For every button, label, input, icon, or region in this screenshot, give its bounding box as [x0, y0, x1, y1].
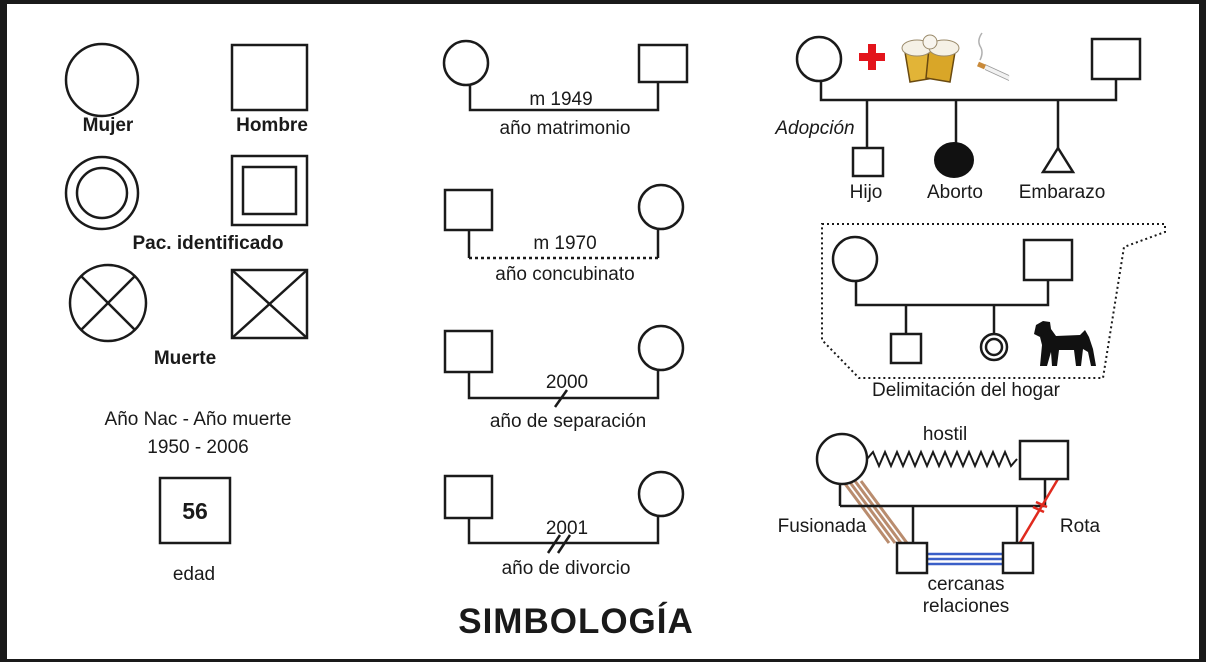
cigarette-icon — [977, 32, 1011, 81]
dog-icon — [1034, 321, 1096, 366]
label-nac-muerte: Año Nac - Año muerte — [105, 409, 292, 430]
marriage-relation — [442, 39, 689, 112]
beer-icon — [901, 34, 960, 83]
family-tree-top — [795, 35, 1142, 178]
divorce-relation — [443, 470, 685, 554]
separation-relation — [443, 324, 685, 408]
age-box-symbol — [158, 476, 232, 545]
label-adopcion: Adopción — [774, 118, 854, 139]
household-boundary — [821, 223, 1166, 379]
health-cross-icon — [859, 44, 885, 70]
label-matrimonio: año matrimonio — [500, 118, 631, 139]
label-cercanas: cercanas — [927, 574, 1004, 595]
deceased-male-symbol — [230, 268, 309, 340]
household-family — [831, 235, 1074, 365]
diagram-title: SIMBOLOGÍA — [458, 601, 694, 641]
label-fusionada: Fusionada — [778, 516, 867, 537]
separation-year: 2000 — [546, 372, 588, 393]
cohabitation-year: m 1970 — [533, 233, 596, 254]
identified-patient-male-symbol — [230, 154, 309, 227]
label-mujer: Mujer — [83, 115, 134, 136]
deceased-female-symbol — [68, 263, 148, 343]
label-aborto: Aborto — [927, 182, 983, 203]
female-symbol — [64, 42, 140, 118]
male-symbol — [230, 43, 309, 112]
label-relaciones: relaciones — [923, 596, 1010, 617]
label-edad: edad — [173, 564, 215, 585]
relationship-diagram — [815, 432, 1070, 575]
divorce-year: 2001 — [546, 518, 588, 539]
label-hostil: hostil — [923, 424, 967, 445]
label-rota: Rota — [1060, 516, 1101, 537]
label-hogar: Delimitación del hogar — [872, 380, 1061, 401]
label-paciente-identificado: Pac. identificado — [133, 233, 284, 254]
marriage-year: m 1949 — [529, 89, 592, 110]
identified-patient-female-symbol — [64, 155, 140, 231]
label-muerte: Muerte — [154, 348, 216, 369]
label-embarazo: Embarazo — [1019, 182, 1106, 203]
label-concubinato: año concubinato — [495, 264, 634, 285]
label-hijo: Hijo — [850, 182, 883, 203]
age-value: 56 — [182, 498, 208, 524]
label-divorcio: año de divorcio — [502, 558, 631, 579]
cohabitation-relation — [443, 183, 685, 260]
label-separacion: año de separación — [490, 411, 646, 432]
label-hombre: Hombre — [236, 115, 308, 136]
label-anios: 1950 - 2006 — [147, 437, 248, 458]
